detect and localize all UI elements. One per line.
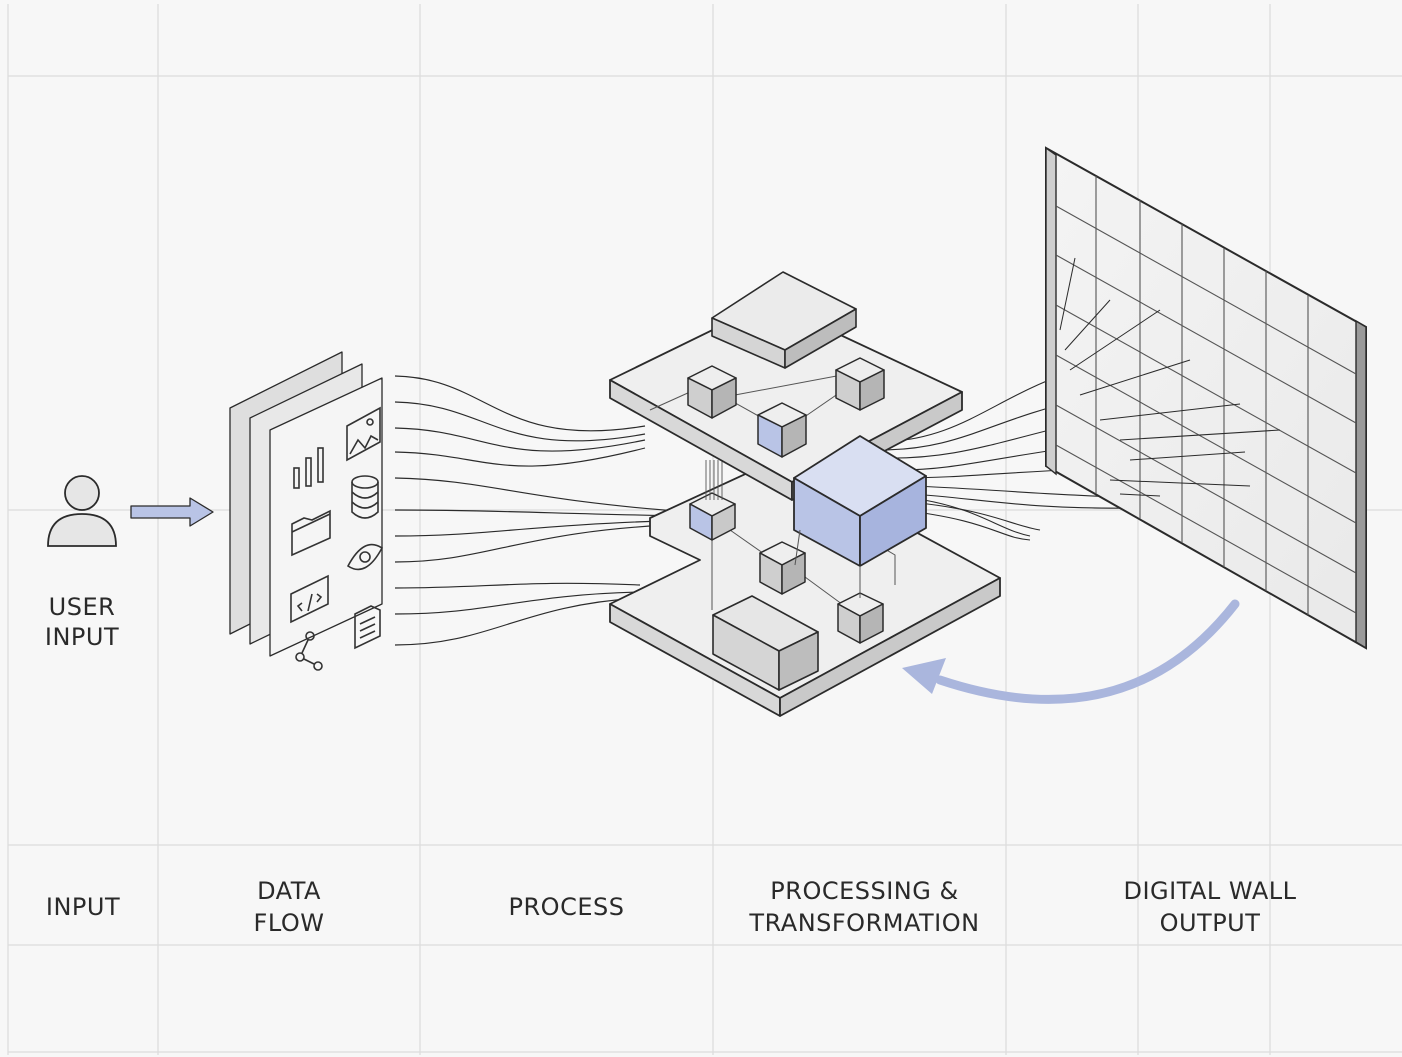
top-module <box>711 271 857 369</box>
cube-lower-mid <box>759 541 806 595</box>
cube-connectors <box>794 529 861 598</box>
cube-upper-mid <box>757 402 807 458</box>
code-icon <box>290 574 329 624</box>
image-icon <box>346 406 381 462</box>
column-label-process: PROCESS <box>508 893 625 921</box>
column-label-input: INPUT <box>45 893 121 921</box>
column-label-data-flow: DATA FLOW <box>253 877 325 937</box>
cube-lower-left <box>689 492 736 541</box>
user-input-label: USER INPUT <box>44 593 120 651</box>
database-icon <box>351 475 379 519</box>
document-icon <box>354 605 381 650</box>
input-arrow <box>130 497 214 527</box>
folder-icon <box>291 509 331 557</box>
column-label-processing-transformation: PROCESSING & TRANSFORMATION <box>749 877 980 937</box>
column-label-digital-wall-output: DIGITAL WALL OUTPUT <box>1123 877 1297 937</box>
feedback-arrow <box>902 599 1240 704</box>
data-flow-lines <box>394 375 691 646</box>
vertical-connectors <box>705 460 723 500</box>
cube-upper-left <box>687 365 737 419</box>
share-icon <box>295 631 323 671</box>
user-icon <box>47 475 117 547</box>
central-processing-cube <box>793 435 927 567</box>
data-sheets <box>229 351 383 657</box>
digital-wall <box>1045 146 1367 650</box>
bar-chart-icon <box>293 447 324 489</box>
cube-lower-right <box>837 592 884 644</box>
cube-upper-right <box>835 357 885 411</box>
lower-module <box>712 595 819 691</box>
eye-icon <box>346 543 384 571</box>
